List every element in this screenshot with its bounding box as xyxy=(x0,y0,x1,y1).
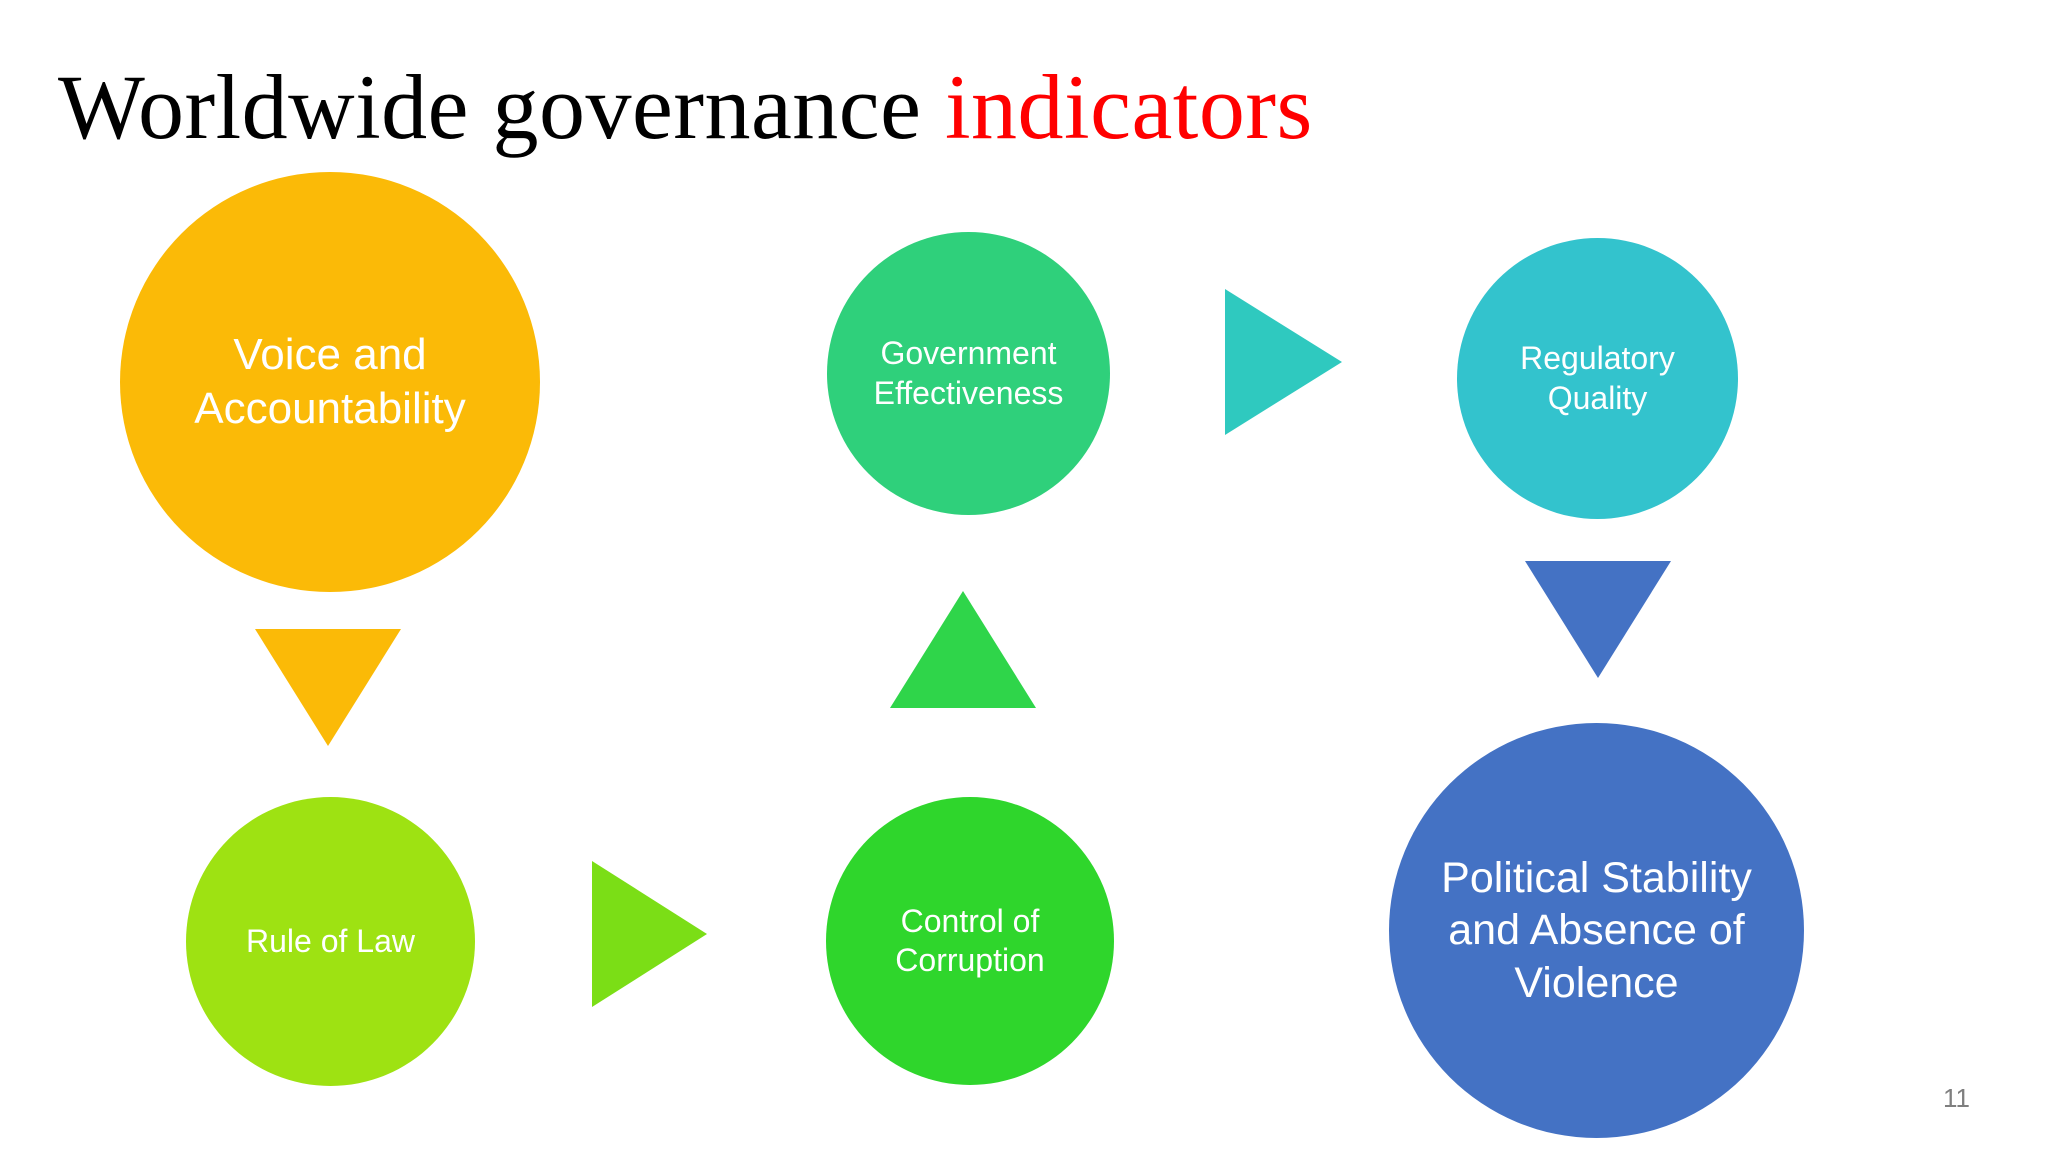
node-regulatory-quality[interactable]: Regulatory Quality xyxy=(1457,238,1738,519)
arrow-up-icon xyxy=(890,591,1036,708)
node-voice-and-accountability[interactable]: Voice and Accountability xyxy=(120,172,540,592)
node-label: Control of Corruption xyxy=(895,902,1045,978)
node-political-stability-and-absence-of-violence[interactable]: Political Stability and Absence of Viole… xyxy=(1389,723,1804,1138)
page-number: 11 xyxy=(1943,1083,1970,1113)
arrow-down-icon xyxy=(1525,561,1671,678)
arrow-right-icon xyxy=(592,861,707,1007)
page-title: Worldwide governance indicators xyxy=(58,56,1313,158)
node-label: Rule of Law xyxy=(246,922,415,959)
node-label: Regulatory Quality xyxy=(1520,340,1675,416)
arrow-down-icon xyxy=(255,629,401,746)
page-title-main: Worldwide governance xyxy=(58,56,945,158)
node-label: Government Effectiveness xyxy=(873,335,1064,411)
node-rule-of-law[interactable]: Rule of Law xyxy=(186,797,475,1086)
page-title-accent: indicators xyxy=(944,56,1313,158)
arrow-right-icon xyxy=(1225,289,1342,435)
node-label: Political Stability and Absence of Viole… xyxy=(1441,853,1752,1007)
node-government-effectiveness[interactable]: Government Effectiveness xyxy=(827,232,1110,515)
node-control-of-corruption[interactable]: Control of Corruption xyxy=(826,797,1114,1085)
node-label: Voice and Accountability xyxy=(194,330,466,433)
